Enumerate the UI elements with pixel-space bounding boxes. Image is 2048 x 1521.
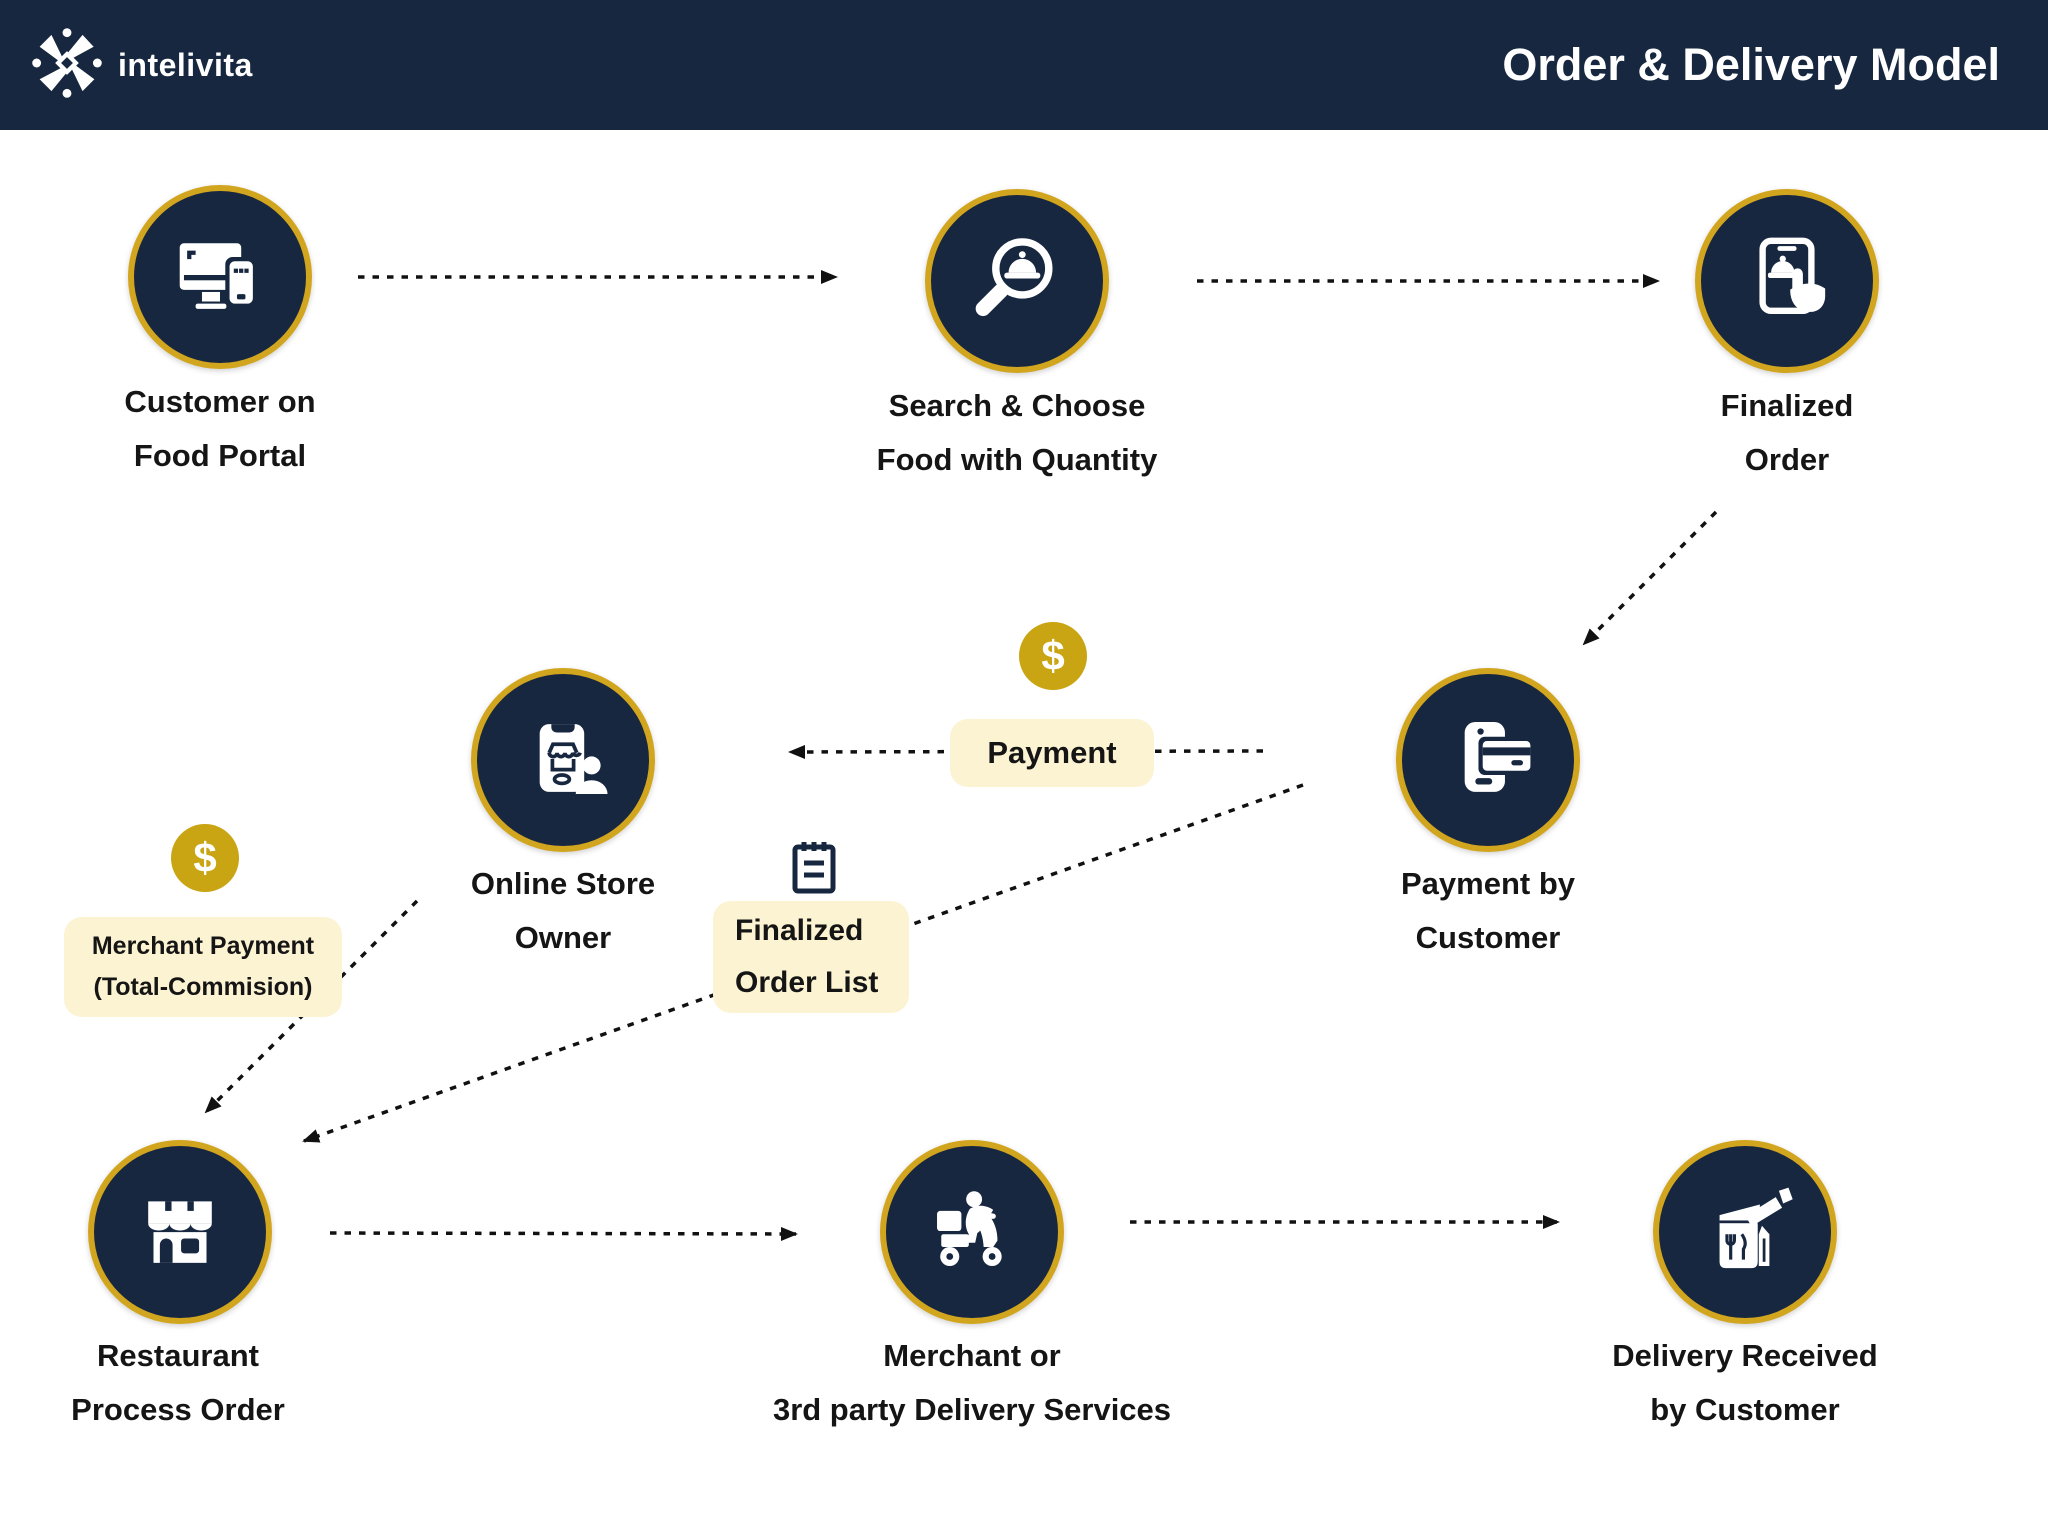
node-finalized-order bbox=[1695, 189, 1879, 373]
finalized-order-list-tag: Finalized Order List bbox=[713, 901, 909, 1013]
label-merchant-delivery: Merchant or 3rd party Delivery Services bbox=[772, 1338, 1172, 1427]
node-customer-food-portal bbox=[128, 185, 312, 369]
label-online-store-owner: Online Store Owner bbox=[470, 866, 656, 955]
node-delivery-received bbox=[1653, 1140, 1837, 1324]
node-merchant-delivery bbox=[880, 1140, 1064, 1324]
finalized-order-list-line2: Order List bbox=[735, 966, 879, 999]
label-delivery-received: Delivery Received by Customer bbox=[1612, 1338, 1878, 1427]
arrow-finalized-to-payment bbox=[1582, 510, 1718, 646]
food-bag-handover-icon bbox=[1692, 1177, 1798, 1288]
dollar-icon: $ bbox=[1019, 622, 1087, 690]
phone-card-payment-icon bbox=[1435, 705, 1541, 816]
arrow-orderlist-to-restaurant bbox=[302, 783, 1304, 1143]
finalized-order-list-line1: Finalized bbox=[735, 914, 864, 947]
payment-tag-label: Payment bbox=[987, 735, 1117, 770]
node-search-choose-food bbox=[925, 189, 1109, 373]
storefront-icon bbox=[127, 1177, 233, 1288]
order-list-icon bbox=[790, 838, 838, 901]
label-restaurant-process-order: Restaurant Process Order bbox=[71, 1338, 285, 1427]
intelivita-logo-icon bbox=[30, 26, 104, 105]
page-title: Order & Delivery Model bbox=[1502, 39, 2000, 90]
label-search-choose-food: Search & Choose Food with Quantity bbox=[876, 388, 1158, 477]
node-restaurant-process-order bbox=[88, 1140, 272, 1324]
dollar-sign: $ bbox=[193, 834, 217, 881]
label-customer-food-portal: Customer on Food Portal bbox=[124, 384, 316, 473]
node-payment-by-customer bbox=[1396, 668, 1580, 852]
label-payment-by-customer: Payment by Customer bbox=[1400, 866, 1575, 955]
store-app-owner-icon bbox=[510, 705, 616, 816]
merchant-payment-line2: (Total-Commision) bbox=[93, 973, 313, 1001]
brand-name: intelivita bbox=[118, 46, 253, 83]
dollar-sign: $ bbox=[1041, 632, 1065, 679]
label-finalized-order: Finalized Order bbox=[1720, 388, 1854, 477]
brand: intelivita bbox=[30, 26, 253, 105]
desktop-and-phone-icon bbox=[167, 222, 273, 333]
node-online-store-owner bbox=[471, 668, 655, 852]
header-bar: intelivita Order & Delivery Model bbox=[0, 0, 2048, 130]
merchant-payment-tag: Merchant Payment (Total-Commision) bbox=[64, 917, 342, 1017]
dollar-icon: $ bbox=[171, 824, 239, 892]
merchant-payment-line1: Merchant Payment bbox=[91, 932, 315, 960]
arrow-restaurant-to-delivery bbox=[329, 1226, 798, 1241]
payment-tag: Payment bbox=[950, 719, 1154, 787]
tablet-tap-order-icon bbox=[1734, 226, 1840, 337]
search-food-icon bbox=[964, 226, 1070, 337]
delivery-scooter-icon bbox=[919, 1177, 1025, 1288]
